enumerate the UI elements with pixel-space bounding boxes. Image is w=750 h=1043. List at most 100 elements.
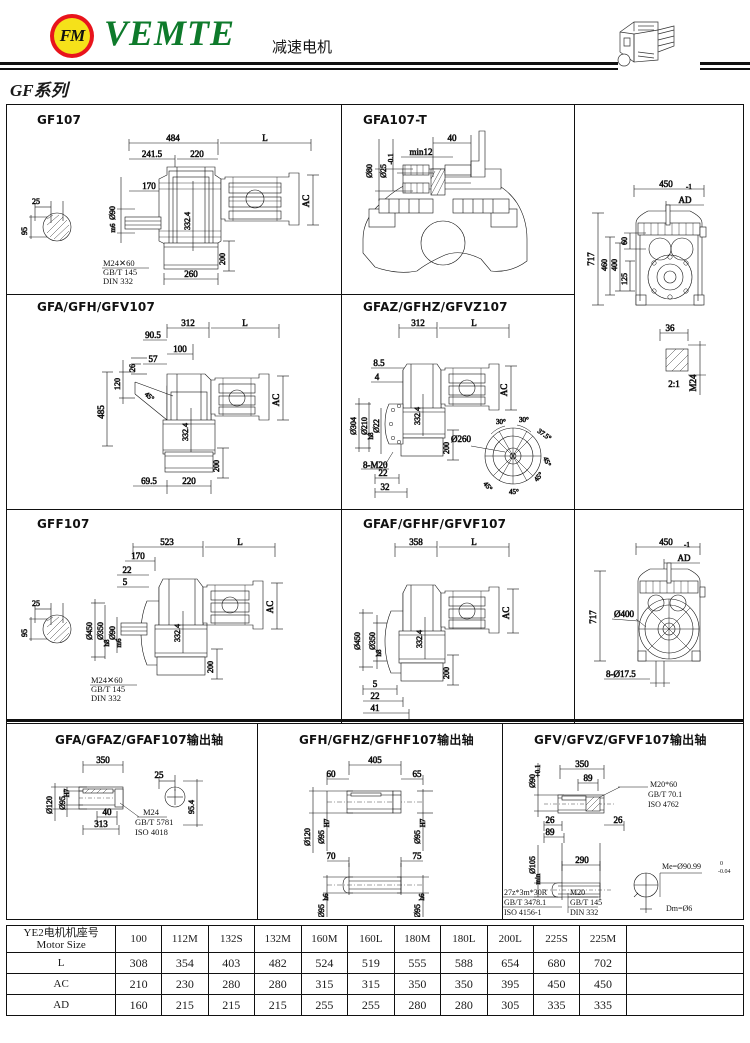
svg-text:170: 170 (142, 181, 156, 191)
svg-text:100: 100 (173, 344, 187, 354)
svg-text:30°: 30° (519, 416, 529, 424)
svg-text:5: 5 (373, 679, 378, 689)
table-cell: 450 (532, 973, 581, 995)
svg-text:332.4: 332.4 (183, 212, 192, 230)
svg-text:h6: h6 (418, 893, 426, 901)
svg-text:332.4: 332.4 (181, 423, 190, 441)
svg-text:M24: M24 (143, 807, 160, 817)
table-col-header: 180M (393, 925, 442, 953)
svg-text:h6: h6 (322, 893, 330, 901)
table-cell: 280 (207, 973, 255, 995)
panel-gf107: GF107 25 95 (7, 105, 341, 294)
table-col-header: 200L (486, 925, 534, 953)
table-cell: 315 (347, 973, 395, 995)
svg-text:-0.1: -0.1 (387, 153, 395, 165)
row-divider-shaft (7, 719, 743, 722)
svg-text:Dm=Ø6: Dm=Ø6 (666, 904, 692, 913)
svg-text:ISO 4156-1: ISO 4156-1 (504, 908, 542, 917)
svg-text:Ø95: Ø95 (317, 830, 326, 844)
table-cell: 215 (207, 994, 255, 1016)
table-cell: 215 (161, 994, 209, 1016)
table-cell: 280 (393, 994, 442, 1016)
panel-gff107-title: GFF107 (37, 517, 90, 531)
svg-text:450: 450 (659, 179, 673, 189)
svg-text:290: 290 (575, 855, 589, 865)
row-divider-3 (7, 723, 743, 724)
svg-text:220: 220 (182, 476, 196, 486)
panel-shaft-h: GFH/GFHZ/GFHF107输出轴 405 60 65 (257, 723, 502, 919)
svg-text:332.4: 332.4 (413, 407, 422, 425)
svg-text:60: 60 (327, 769, 337, 779)
svg-text:Ø210: Ø210 (360, 417, 369, 435)
panel-gff107: GFF107 25 95 (7, 509, 341, 719)
svg-text:Ø304: Ø304 (349, 417, 358, 435)
svg-text:m6: m6 (115, 638, 123, 647)
svg-text:220: 220 (190, 149, 204, 159)
svg-text:GB/T 5781: GB/T 5781 (135, 817, 173, 827)
svg-text:25: 25 (32, 599, 40, 608)
table-row-label-motor-size: YE2电机机座号 Motor Size (5, 925, 117, 953)
panel-gfa107t-title: GFA107-T (363, 113, 428, 127)
svg-text:-0.04: -0.04 (718, 869, 731, 875)
svg-text:Ø80: Ø80 (365, 164, 374, 178)
shaft-divider-2 (502, 723, 503, 919)
svg-text:4: 4 (375, 372, 380, 382)
svg-text:M20: M20 (570, 888, 585, 897)
table-col-header: 132M (253, 925, 302, 953)
svg-text:GB/T 145: GB/T 145 (91, 684, 125, 694)
svg-text:M24✕60: M24✕60 (91, 675, 123, 685)
table-col-header: 112M (161, 925, 209, 953)
svg-text:400: 400 (610, 259, 619, 271)
svg-text:57: 57 (149, 354, 159, 364)
table-cell: 230 (161, 973, 209, 995)
motor-size-label-en: Motor Size (36, 939, 86, 951)
motor-size-label-cn: YE2电机机座号 (23, 927, 99, 939)
table-cell: 350 (393, 973, 442, 995)
svg-text:89: 89 (584, 773, 594, 783)
table-cell: 702 (579, 952, 627, 974)
svg-text:45°: 45° (143, 390, 156, 403)
table-col-header: 225M (579, 925, 627, 953)
svg-text:L: L (242, 318, 248, 328)
svg-text:min12: min12 (409, 147, 432, 157)
svg-text:H7: H7 (63, 788, 71, 797)
svg-text:Ø25: Ø25 (379, 164, 388, 178)
svg-text:26: 26 (614, 815, 624, 825)
col-divider-1 (341, 105, 342, 723)
svg-text:22: 22 (123, 565, 132, 575)
svg-text:45°: 45° (509, 488, 519, 496)
table-cell: 450 (579, 973, 627, 995)
panel-gfaf-gfhf-gfvf107: GFAF/GFHF/GFVF107 358 L Ø450 Ø350 (341, 509, 574, 719)
panel-gfaf-title: GFAF/GFHF/GFVF107 (363, 517, 507, 531)
svg-text:523: 523 (160, 537, 174, 547)
svg-text:M24: M24 (688, 374, 698, 392)
table-cell: 280 (440, 994, 488, 1016)
table-col-header: 160M (300, 925, 349, 953)
table-cell: 354 (161, 952, 209, 974)
svg-text:2:1: 2:1 (668, 379, 680, 389)
svg-text:95.4: 95.4 (187, 800, 196, 814)
table-header-row: YE2电机机座号 Motor Size 100 112M 132S 132M 1… (5, 925, 745, 953)
header-rule-bottom-right (700, 68, 750, 70)
svg-text:40: 40 (103, 807, 113, 817)
panel-shaft-a-title: GFA/GFAZ/GFAF107输出轴 (55, 733, 224, 747)
svg-text:Ø450: Ø450 (353, 632, 362, 650)
table-col-header: 225S (532, 925, 581, 953)
table-col-header: 180L (440, 925, 488, 953)
svg-text:200: 200 (212, 460, 221, 472)
svg-text:AC: AC (301, 195, 311, 208)
svg-text:350: 350 (575, 759, 589, 769)
brand-name: VEMTE (104, 13, 236, 53)
logo-mark-text: FM (59, 26, 85, 45)
svg-text:L: L (237, 537, 243, 547)
svg-text:Ø90: Ø90 (528, 774, 537, 788)
drawing-frame: GF107 25 95 (6, 104, 744, 920)
table-cell: 588 (440, 952, 488, 974)
table-row: AD 160 215 215 215 255 255 280 280 305 3… (5, 994, 745, 1016)
table-cell: 305 (486, 994, 534, 1016)
svg-text:Ø120: Ø120 (45, 796, 54, 814)
svg-text:h8: h8 (375, 649, 383, 657)
table-cell: 519 (347, 952, 395, 974)
svg-text:Ø90: Ø90 (108, 206, 117, 220)
